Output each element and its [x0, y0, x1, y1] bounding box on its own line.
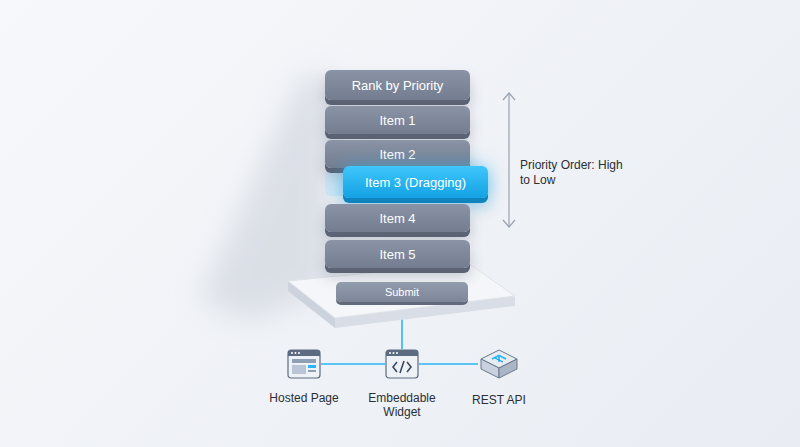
header-bar: Rank by Priority [325, 70, 470, 100]
submit-button: Submit [336, 282, 468, 302]
dragging-item: Item 3 (Dragging) [343, 166, 488, 198]
rest-api-node: REST API [478, 347, 520, 381]
rank-item: Item 4 [325, 204, 470, 232]
api-cube-icon [478, 347, 520, 381]
node-label: Item 4 [379, 211, 415, 226]
node-label: Item 1 [379, 113, 415, 128]
node-label: Submit [385, 286, 419, 298]
node-label: Item 3 (Dragging) [365, 175, 466, 190]
connector-line [321, 363, 385, 365]
connector-line [419, 363, 478, 365]
node-label: Item 2 [379, 147, 415, 162]
widget-icon [385, 349, 419, 379]
hosted-page-node: Hosted Page [287, 349, 321, 379]
rank-item: Item 1 [325, 106, 470, 134]
browser-icon [287, 349, 321, 379]
arrow-head [503, 93, 515, 100]
node-label: Item 5 [379, 247, 415, 262]
priority-arrow [508, 94, 509, 226]
node-caption: REST API [451, 393, 547, 407]
widget-node: Embeddable Widget [385, 349, 419, 379]
platform-top [288, 263, 515, 318]
rank-item: Item 2 [325, 140, 470, 168]
node-caption: Hosted Page [256, 391, 352, 405]
node-caption: Embeddable Widget [354, 391, 450, 419]
rank-item: Item 5 [325, 240, 470, 268]
arrow-head [503, 220, 515, 227]
priority-note: Priority Order: High to Low [520, 158, 630, 188]
node-label: Rank by Priority [352, 78, 444, 93]
